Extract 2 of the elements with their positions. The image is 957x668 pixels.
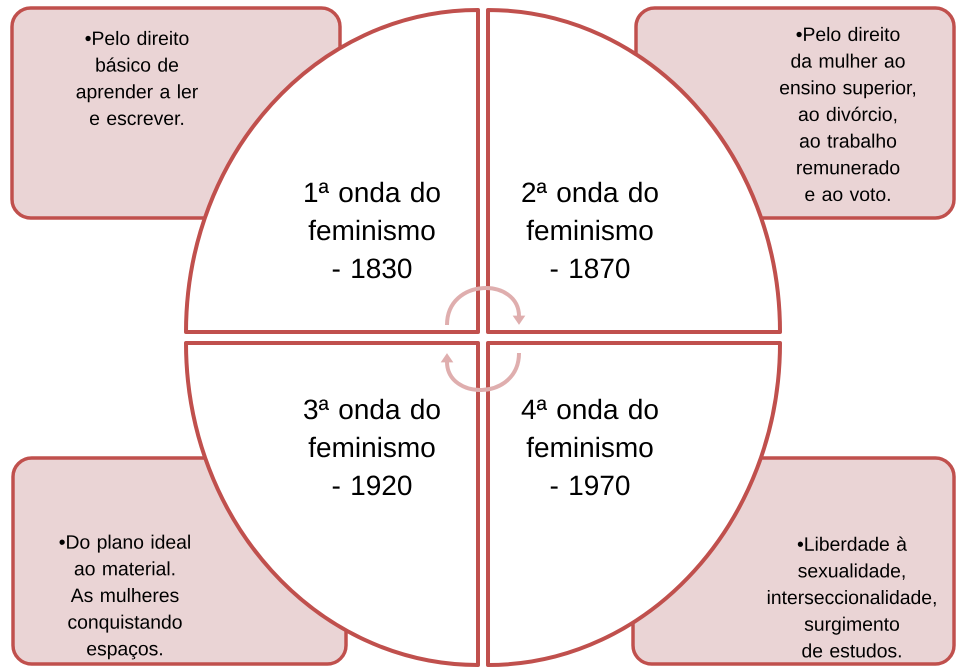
cycle-arrow xyxy=(445,286,526,326)
cycle-arrow xyxy=(440,352,521,392)
